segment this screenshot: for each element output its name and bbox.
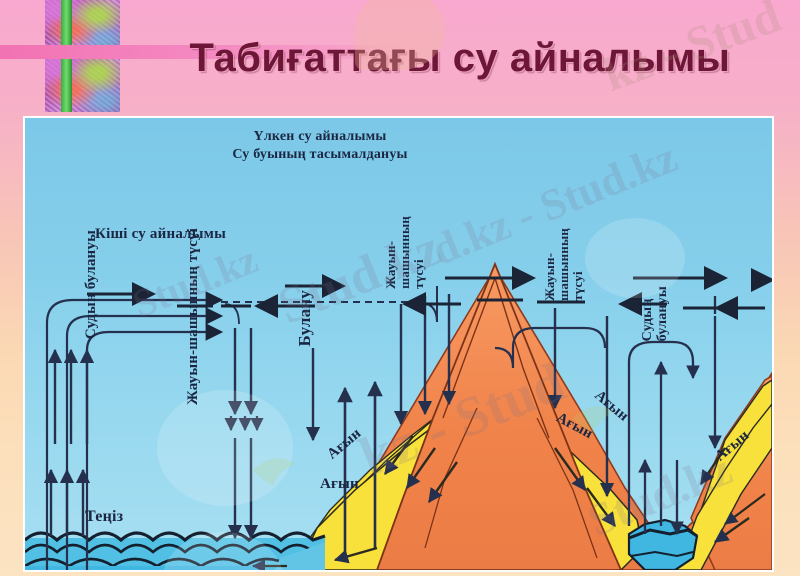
label-evaporation-water-right: Судың булануы	[640, 286, 671, 342]
label-precipitation-center-right: Жауын- шашынның түсуі	[542, 228, 586, 301]
diagram-artwork	[25, 218, 772, 570]
label-precipitation-left: Жауын-шашынның түсуі	[185, 228, 201, 405]
label-evaporation-center: Булану	[295, 290, 314, 347]
decorative-graphic	[45, 0, 120, 112]
label-runoff-5: Ағын	[320, 476, 359, 492]
decorative-block-top	[45, 0, 120, 50]
header: Табиғаттағы су айналымы kz - Stud	[0, 0, 800, 118]
page-title: Табиғаттағы су айналымы	[189, 36, 731, 80]
decorative-green-stripe-bottom	[61, 56, 72, 112]
pink-accent-band	[0, 45, 410, 59]
label-precipitation-center-left: Жауын- шашынның түсуі	[383, 216, 427, 289]
water-cycle-diagram: Үлкен су айналымы Су буының тасымалдануы…	[25, 118, 772, 570]
label-vapor-transport: Су буының тасымалдануы	[232, 147, 408, 162]
label-evaporation-water-left: Судың булануы	[83, 230, 99, 340]
label-sea: Теңіз	[85, 508, 124, 525]
decorative-green-stripe-top	[61, 0, 72, 50]
label-big-cycle: Үлкен су айналымы	[253, 129, 387, 144]
label-small-cycle: Кіші су айналымы	[95, 226, 227, 242]
decorative-block-bottom	[45, 56, 120, 112]
